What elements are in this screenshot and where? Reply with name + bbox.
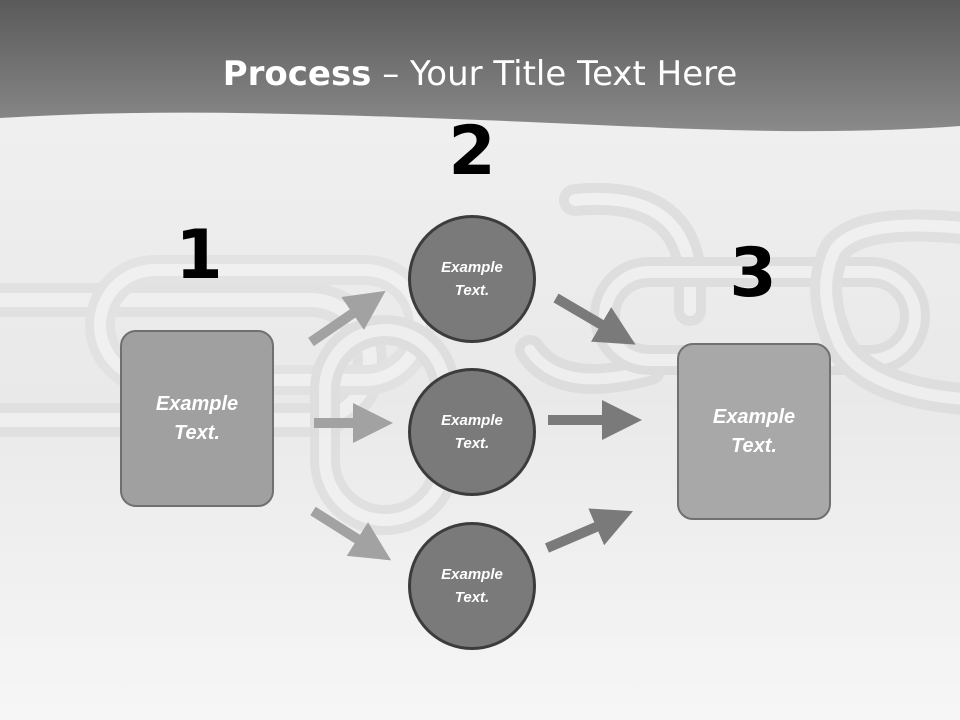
circle-middle: Example Text. [408, 368, 536, 496]
step-3-text: Example Text. [712, 405, 796, 457]
circle-top: Example Text. [408, 215, 536, 343]
step-number-3: 3 [729, 234, 777, 313]
chain-links-image [0, 182, 960, 535]
circle-middle-text: Example Text. [441, 412, 503, 452]
step-3-box: Example Text. [677, 343, 831, 520]
circle-bottom-text: Example Text. [441, 566, 503, 606]
step-number-2: 2 [448, 112, 496, 191]
title-bold: Process [222, 54, 372, 94]
step-1-text: Example Text. [155, 392, 239, 444]
slide-title: Process – Your Title Text Here [0, 52, 960, 96]
circle-bottom: Example Text. [408, 522, 536, 650]
step-1-box: Example Text. [120, 330, 274, 507]
circle-top-text: Example Text. [441, 259, 503, 299]
header-band [0, 0, 960, 132]
step-number-1: 1 [175, 216, 223, 295]
title-rest: – Your Title Text Here [371, 54, 738, 94]
